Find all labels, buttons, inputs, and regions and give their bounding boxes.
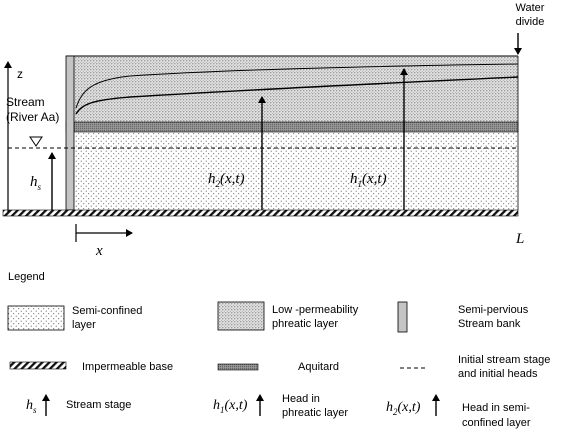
legend-label-phreatic-1: Low -permeability	[272, 304, 359, 316]
cross-section	[2, 33, 522, 242]
legend-label-stream-stage: Stream stage	[66, 399, 131, 411]
legend-label-impermeable-base: Impermeable base	[82, 361, 173, 373]
z-axis-label: z	[17, 67, 23, 81]
stream-bank	[65, 55, 75, 211]
legend-swatch-phreatic	[217, 301, 265, 331]
legend-label-phreatic-2: phreatic layer	[272, 318, 338, 330]
legend-label-head-phreatic-1: Head in	[282, 393, 320, 405]
legend-label-semi-confined-1: Semi-confined	[72, 305, 142, 317]
aquitard-layer	[65, 121, 519, 133]
stream-label-line1: Stream	[6, 95, 45, 109]
water-level-triangle	[29, 136, 43, 147]
h1-label: h1(x,t)	[350, 171, 387, 189]
x-axis-label: x	[95, 243, 103, 259]
legend-label-stream-bank-1: Semi-pervious	[458, 304, 529, 316]
hs-label: hs	[30, 174, 42, 192]
legend-label-initial-stage-1: Initial stream stage	[458, 354, 550, 366]
legend-label-head-phreatic-2: phreatic layer	[282, 407, 348, 419]
water-divide-label-line2: divide	[516, 16, 545, 28]
legend-label-stream-bank-2: Stream bank	[458, 318, 521, 330]
phreatic-layer	[66, 56, 518, 122]
legend: Legend Semi-confined layer Low -permeabi…	[7, 271, 550, 429]
water-divide-label-line1: Water	[516, 2, 545, 14]
legend-swatch-semi-confined	[7, 305, 65, 331]
legend-swatch-impermeable-base	[9, 361, 67, 370]
legend-symbol-h1: h1(x,t)	[213, 398, 248, 415]
legend-symbol-h2: h2(x,t)	[386, 400, 421, 417]
legend-title: Legend	[8, 271, 45, 283]
water-table-curve-upper	[75, 63, 519, 109]
legend-label-initial-stage-2: and initial heads	[458, 368, 538, 380]
length-label: L	[515, 231, 524, 247]
legend-swatch-stream-bank	[397, 301, 408, 333]
legend-label-aquitard: Aquitard	[298, 361, 339, 373]
legend-label-head-semi-1: Head in semi-	[462, 402, 530, 414]
legend-symbol-hs: hs	[26, 398, 37, 415]
semi-confined-layer	[66, 132, 518, 210]
impermeable-base	[2, 209, 519, 217]
legend-label-head-semi-2: confined layer	[462, 417, 531, 429]
legend-label-semi-confined-2: layer	[72, 319, 96, 331]
water-table-curve-lower	[75, 76, 519, 115]
legend-swatch-aquitard	[217, 363, 259, 371]
stream-label-line2: (River Aa)	[6, 110, 59, 124]
h2-label: h2(x,t)	[208, 171, 245, 189]
